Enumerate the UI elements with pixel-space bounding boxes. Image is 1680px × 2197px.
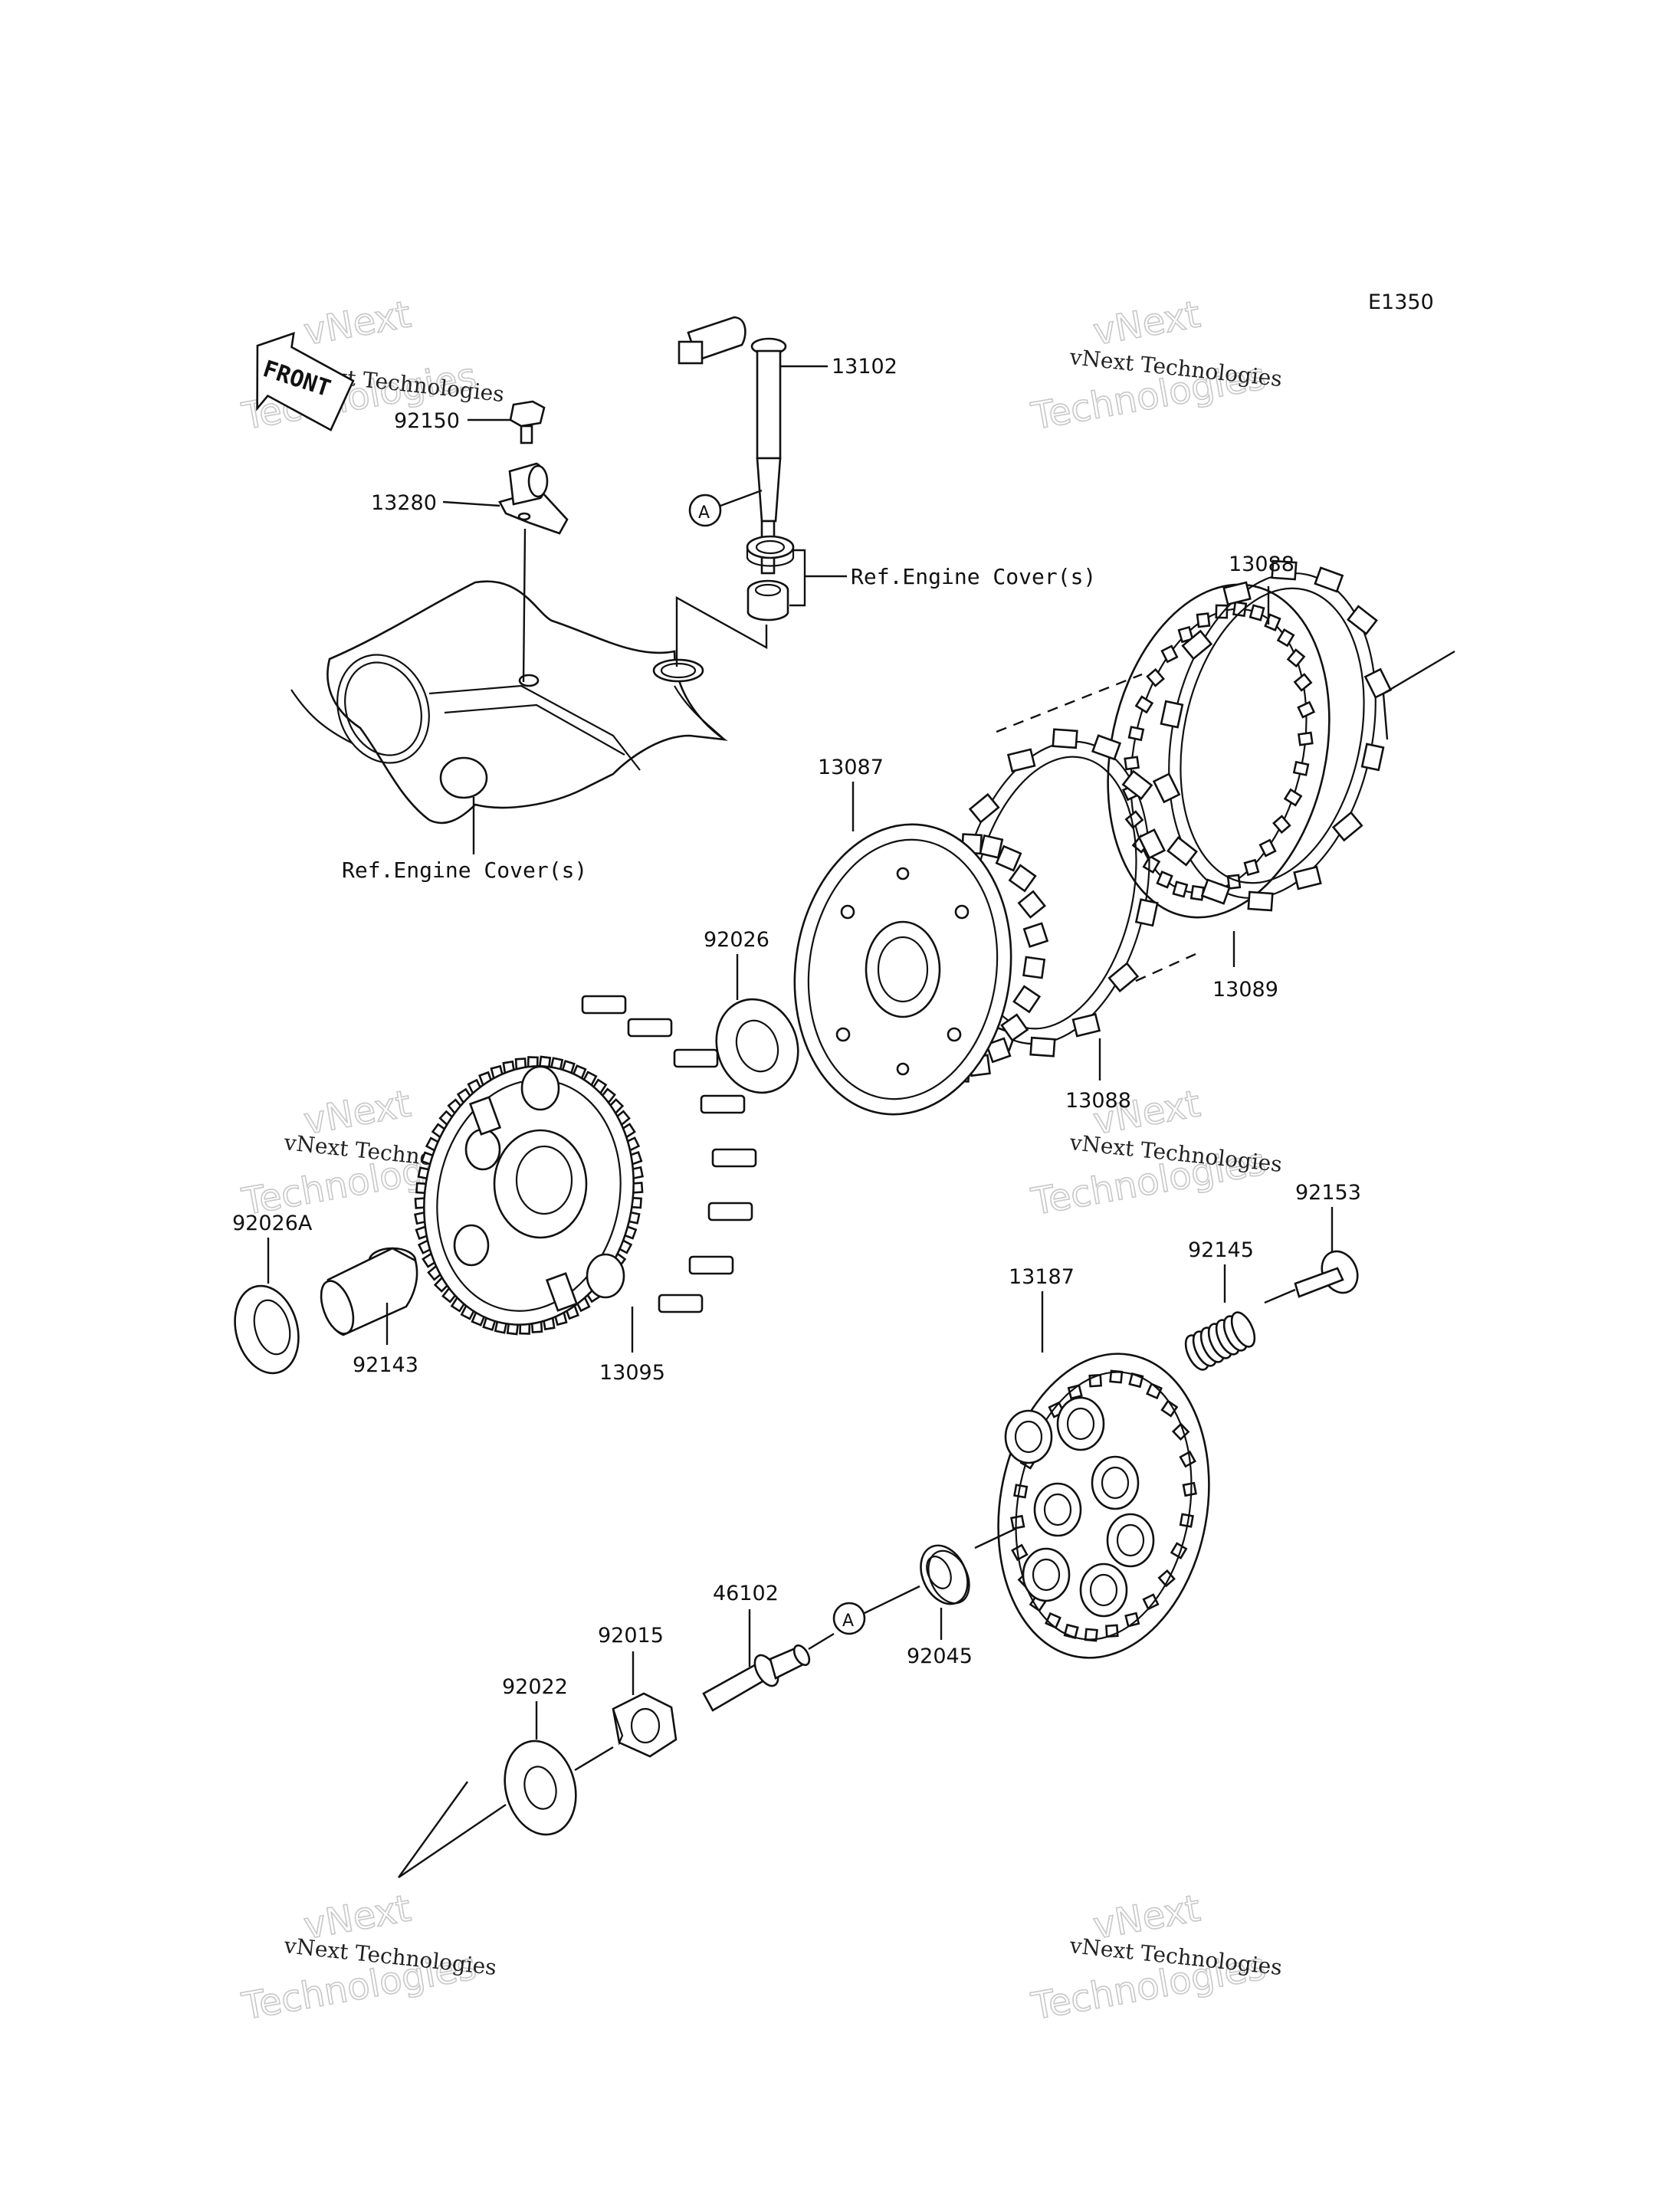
part-label-13088-top: 13088: [1229, 553, 1294, 576]
part-92022-washer: [504, 1740, 577, 1836]
part-46102-pushrod: [702, 1644, 811, 1712]
housing-basket-slots: [581, 995, 757, 1313]
part-92143-sleeve: [320, 1247, 418, 1336]
part-label-13088-bottom: 13088: [1065, 1089, 1131, 1113]
part-92153-bolt: [1294, 1250, 1359, 1298]
part-13088-friction-plate-front: [941, 728, 1166, 1058]
svg-text:vNext: vNext: [1090, 293, 1203, 354]
part-label-92022: 92022: [502, 1675, 568, 1699]
part-label-13187: 13187: [1009, 1265, 1075, 1289]
part-label-13089: 13089: [1212, 978, 1278, 1002]
marker-a-lower: A: [832, 1602, 866, 1635]
watermark-bottom-right: vNext Technologies vNext Technologies: [1028, 1887, 1284, 2029]
svg-text:vNext: vNext: [300, 293, 414, 354]
svg-text:A: A: [698, 503, 710, 523]
part-label-13280: 13280: [371, 491, 437, 515]
part-label-92045: 92045: [907, 1644, 973, 1668]
part-13187-pressure-plate: [997, 1353, 1210, 1659]
needle-bearing: [746, 579, 789, 621]
diagram-code: E1350: [1368, 290, 1434, 314]
part-label-13102: 13102: [832, 355, 897, 379]
front-arrow-icon: FRONT: [256, 332, 355, 431]
part-92045-bearing: [920, 1544, 970, 1605]
watermark-top-right: vNext Technologies vNext Technologies: [1028, 293, 1284, 439]
part-92026-washer: [715, 998, 799, 1094]
part-label-92153: 92153: [1295, 1181, 1361, 1205]
part-label-92150: 92150: [394, 409, 460, 433]
part-92015-nut: [612, 1692, 678, 1758]
part-92026A-washer: [234, 1284, 300, 1375]
part-label-92015: 92015: [598, 1624, 664, 1648]
engine-cover-housing: [290, 580, 728, 825]
part-13102-lever-shaft: [678, 316, 787, 575]
part-label-13095: 13095: [599, 1361, 665, 1385]
svg-text:A: A: [842, 1612, 854, 1631]
ref-label-top: Ref.Engine Cover(s): [851, 564, 1096, 589]
marker-a-upper: A: [688, 494, 722, 527]
part-13280-bracket: [498, 462, 569, 535]
part-label-92026A: 92026A: [232, 1212, 313, 1235]
ref-label-left: Ref.Engine Cover(s): [342, 857, 587, 883]
part-13095-clutch-housing: [414, 995, 757, 1336]
part-label-92145: 92145: [1188, 1238, 1254, 1262]
part-92150-bolt: [509, 400, 546, 444]
part-13087-clutch-hub: [793, 823, 1049, 1116]
pressure-plate-bosses: [1004, 1396, 1155, 1618]
oil-seal: [746, 535, 795, 567]
part-label-13087: 13087: [818, 756, 884, 779]
part-label-46102: 46102: [713, 1582, 779, 1605]
part-92145-spring: [1184, 1311, 1256, 1371]
part-label-92143: 92143: [353, 1353, 418, 1377]
part-label-92026: 92026: [704, 928, 769, 952]
watermark-bottom-left: vNext Technologies vNext Technologies: [238, 1887, 498, 2029]
